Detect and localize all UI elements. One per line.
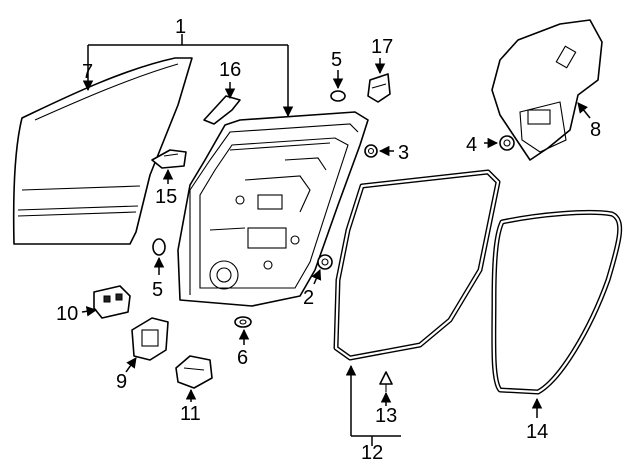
leader-lines: [81, 34, 591, 446]
washer[interactable]: [234, 316, 252, 328]
hinge-bracket[interactable]: [151, 149, 187, 169]
lock-actuator[interactable]: [131, 317, 169, 361]
door-weatherstrip[interactable]: [333, 169, 501, 361]
callout-13: 13: [375, 405, 397, 427]
callout-10: 10: [56, 303, 78, 325]
hole-plug-upper[interactable]: [330, 90, 346, 102]
callout-4: 4: [466, 134, 477, 156]
upper-bracket[interactable]: [367, 73, 391, 103]
frame-trim[interactable]: [203, 95, 241, 125]
callout-6: 6: [237, 347, 248, 369]
door-check[interactable]: [175, 355, 213, 389]
retainer-clip[interactable]: [379, 371, 393, 392]
clip[interactable]: [499, 135, 515, 151]
door-inner-panel[interactable]: [177, 111, 369, 307]
callout-17: 17: [371, 36, 393, 58]
callout-15: 15: [155, 186, 177, 208]
callout-16: 16: [219, 59, 241, 81]
body-weatherstrip[interactable]: [491, 209, 623, 395]
callout-5-upper: 5: [331, 49, 342, 71]
nut[interactable]: [364, 144, 378, 158]
callout-2: 2: [303, 287, 314, 309]
hole-plug-lower[interactable]: [152, 238, 166, 256]
callout-numbers: 1 2 3 4 5 5 6 7 8 9 10 11 12 13 14 15 16…: [56, 16, 601, 464]
callout-8: 8: [590, 119, 601, 141]
callout-14: 14: [526, 421, 548, 443]
bolt[interactable]: [317, 254, 333, 270]
access-hole-cover[interactable]: [491, 19, 603, 161]
callout-3: 3: [398, 142, 409, 164]
callout-1: 1: [175, 16, 186, 38]
callout-7: 7: [82, 61, 93, 83]
door-outer-panel[interactable]: [12, 57, 193, 245]
callout-12: 12: [361, 442, 383, 464]
callout-9: 9: [116, 371, 127, 393]
callout-5-lower: 5: [152, 279, 163, 301]
hinge[interactable]: [93, 285, 131, 319]
callout-11: 11: [180, 403, 201, 425]
